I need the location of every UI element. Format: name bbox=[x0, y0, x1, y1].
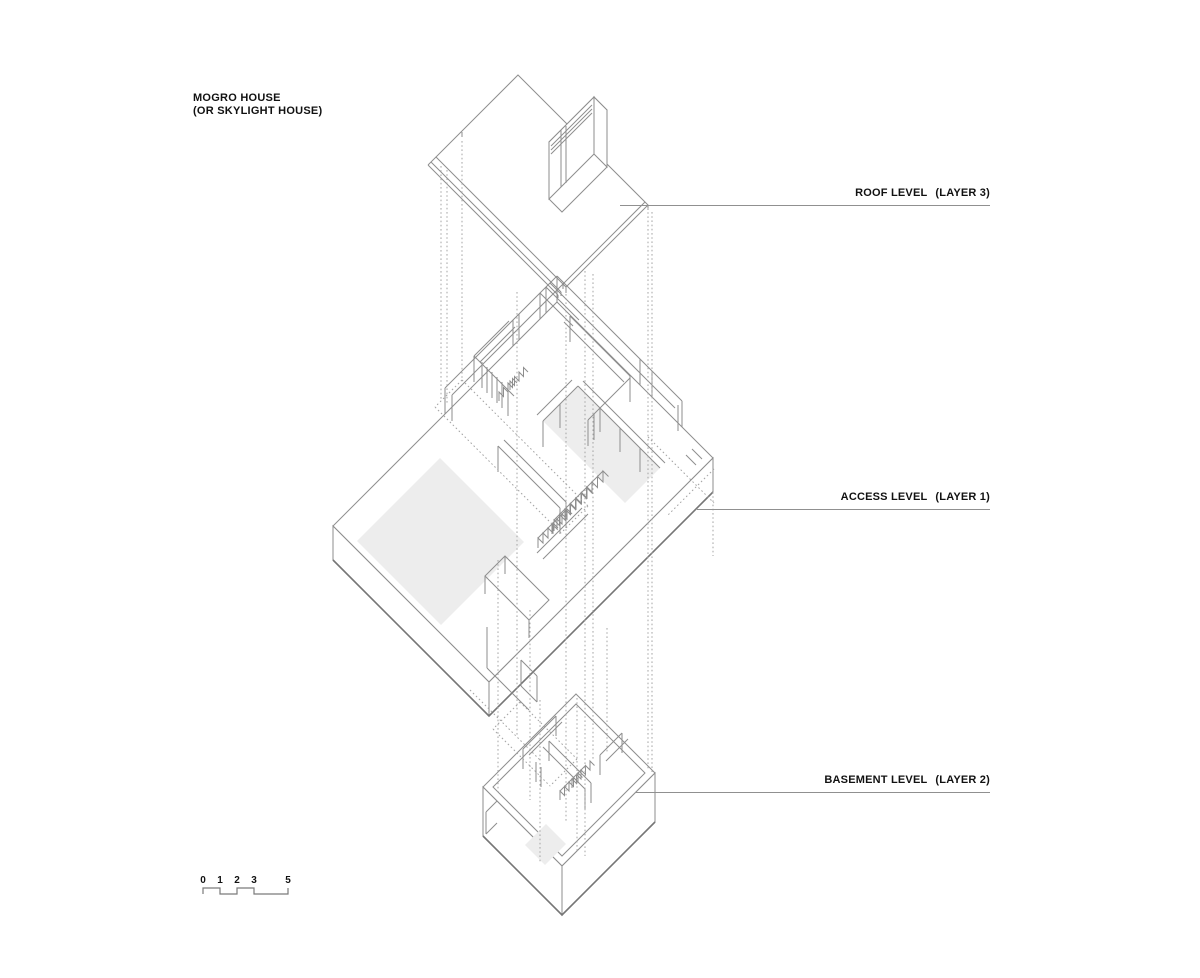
skylight-base-line bbox=[548, 166, 608, 213]
label-roof-level: ROOF LEVEL (LAYER 3) bbox=[620, 187, 990, 206]
roof-edge-double bbox=[562, 201, 646, 285]
terrace-floor-right bbox=[543, 386, 660, 503]
skylight-box bbox=[548, 95, 608, 213]
basement-gray-floor bbox=[525, 824, 566, 865]
skylight-end-face bbox=[593, 95, 608, 169]
roof-layer-text: (LAYER 3) bbox=[935, 187, 990, 199]
skylight-glazing-lines bbox=[550, 104, 593, 155]
court-walls-right bbox=[536, 379, 666, 472]
wall-upper-left bbox=[444, 275, 565, 421]
partition-rooms-left bbox=[473, 320, 516, 416]
wall-upper-right bbox=[549, 275, 683, 431]
dashed-verticals-roof bbox=[440, 141, 463, 404]
scale-tick-3: 3 bbox=[251, 875, 257, 886]
access-level-drawing bbox=[332, 275, 714, 718]
basement-layer-text: (LAYER 2) bbox=[935, 774, 990, 786]
basement-partitions bbox=[522, 715, 629, 809]
access-slab-top bbox=[332, 301, 714, 683]
entry-steps bbox=[685, 448, 703, 466]
small-room bbox=[484, 555, 550, 638]
scale-tick-1: 1 bbox=[217, 875, 223, 886]
access-layer-text: (LAYER 1) bbox=[935, 491, 990, 503]
basement-stair bbox=[559, 759, 595, 800]
projection-lines bbox=[434, 141, 715, 862]
basement-notch bbox=[485, 800, 498, 835]
dashed-footprint-access bbox=[434, 379, 589, 534]
roof-label-text: ROOF LEVEL bbox=[855, 187, 928, 199]
terrace-floor-left bbox=[357, 458, 524, 625]
main-stair-treads bbox=[553, 470, 604, 521]
drawing-title: MOGRO HOUSE (OR SKYLIGHT HOUSE) bbox=[193, 92, 322, 118]
label-access-level: ACCESS LEVEL (LAYER 1) bbox=[697, 491, 990, 510]
main-stair-flight-2 bbox=[537, 507, 573, 548]
dashed-footprint-right bbox=[647, 436, 715, 517]
basement-level-drawing bbox=[482, 693, 656, 917]
basement-label-text: BASEMENT LEVEL bbox=[824, 774, 928, 786]
roof-level-drawing bbox=[427, 74, 649, 298]
scale-bar-line bbox=[202, 887, 289, 895]
title-line-1: MOGRO HOUSE bbox=[193, 92, 281, 104]
label-basement-level: BASEMENT LEVEL (LAYER 2) bbox=[636, 774, 990, 793]
roof-plane bbox=[435, 74, 649, 288]
skylight-mullions bbox=[560, 126, 567, 187]
scale-bar: 0 1 2 3 5 bbox=[200, 875, 291, 895]
title-line-2: (OR SKYLIGHT HOUSE) bbox=[193, 105, 323, 117]
scale-tick-5: 5 bbox=[285, 875, 291, 886]
access-slab-bottom-edge bbox=[332, 491, 714, 718]
scale-tick-0: 0 bbox=[200, 875, 206, 886]
partition-spine bbox=[563, 315, 631, 446]
entry-landing bbox=[486, 627, 538, 711]
partition-court-south bbox=[497, 439, 567, 534]
access-label-text: ACCESS LEVEL bbox=[840, 491, 928, 503]
scale-tick-2: 2 bbox=[234, 875, 240, 886]
mini-stair bbox=[498, 366, 529, 401]
basement-bottom-edge bbox=[482, 821, 656, 917]
partition-top bbox=[539, 286, 580, 327]
bench-lines bbox=[536, 507, 589, 560]
